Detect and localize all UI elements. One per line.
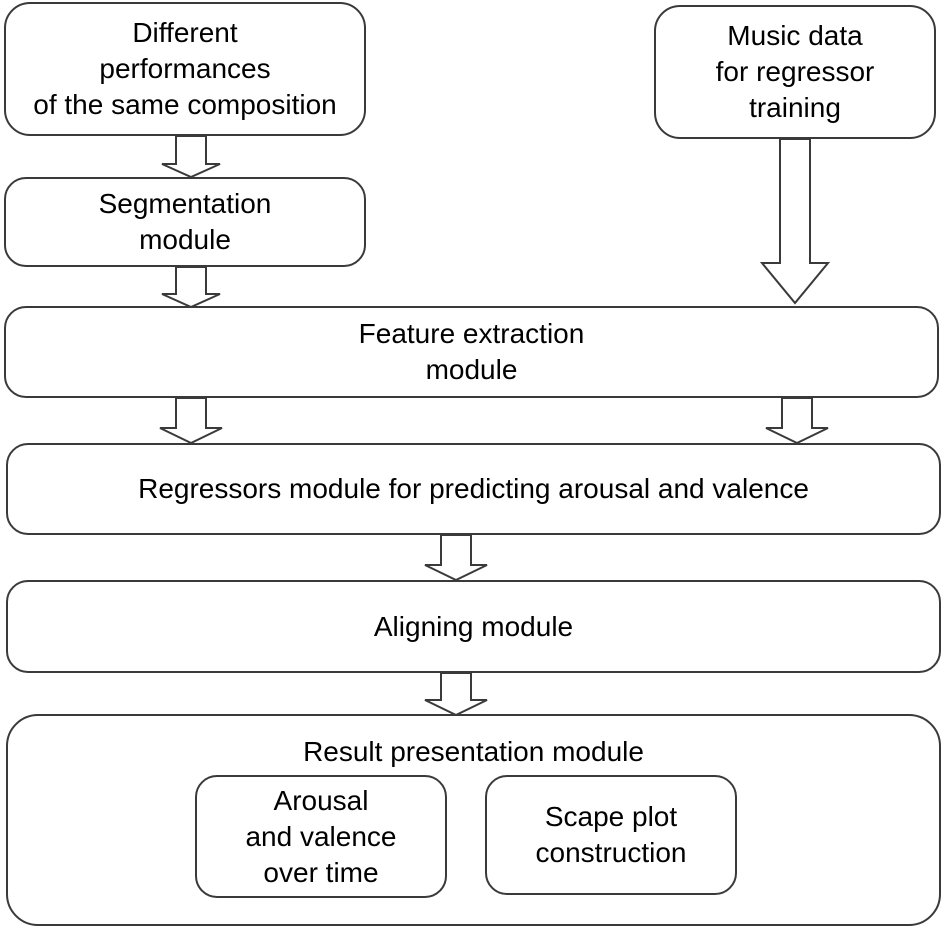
arrow-feature-to-regressors-right xyxy=(765,397,829,445)
arousal-valence-line-2: and valence xyxy=(245,820,397,852)
regressors-label: Regressors module for predicting arousal… xyxy=(138,473,809,504)
music-data-line-3: training xyxy=(749,92,841,123)
music-data-line-1: Music data xyxy=(727,20,863,51)
arrow-musicdata-to-feature xyxy=(759,138,831,305)
arrow-segmentation-to-feature xyxy=(161,266,221,309)
segmentation-module-box: Segmentation module xyxy=(4,177,366,267)
aligning-label: Aligning module xyxy=(373,610,574,642)
music-data-line-2: for regressor xyxy=(715,56,875,87)
regressors-module-box: Regressors module for predicting arousal… xyxy=(6,443,941,535)
performances-line-3: of the same composition xyxy=(33,89,337,120)
arrow-regressors-to-aligning xyxy=(424,534,488,582)
segmentation-line-2: module xyxy=(139,224,231,255)
feature-extraction-line-2: module xyxy=(425,354,518,385)
segmentation-line-1: Segmentation xyxy=(98,188,272,219)
performances-input-box: Different performances of the same compo… xyxy=(4,2,366,136)
arrow-performances-to-segmentation xyxy=(161,135,221,179)
scape-plot-box: Scape plot construction xyxy=(485,775,737,895)
result-presentation-title: Result presentation module xyxy=(303,736,644,767)
arousal-valence-line-3: over time xyxy=(263,856,379,888)
feature-extraction-module-box: Feature extraction module xyxy=(4,306,939,398)
arousal-valence-line-1: Arousal xyxy=(273,784,369,816)
result-presentation-module-box: Result presentation module Arousal and v… xyxy=(6,714,941,926)
feature-extraction-line-1: Feature extraction xyxy=(358,318,585,349)
scape-plot-line-1: Scape plot xyxy=(544,801,678,832)
performances-line-2: performances xyxy=(99,53,271,84)
scape-plot-line-2: construction xyxy=(535,837,687,868)
performances-line-1: Different xyxy=(132,17,238,48)
arrow-aligning-to-result xyxy=(424,672,488,717)
arrow-feature-to-regressors-left xyxy=(159,397,223,445)
aligning-module-box: Aligning module xyxy=(6,580,941,673)
arousal-valence-box: Arousal and valence over time xyxy=(195,775,447,898)
music-data-box: Music data for regressor training xyxy=(654,5,936,139)
